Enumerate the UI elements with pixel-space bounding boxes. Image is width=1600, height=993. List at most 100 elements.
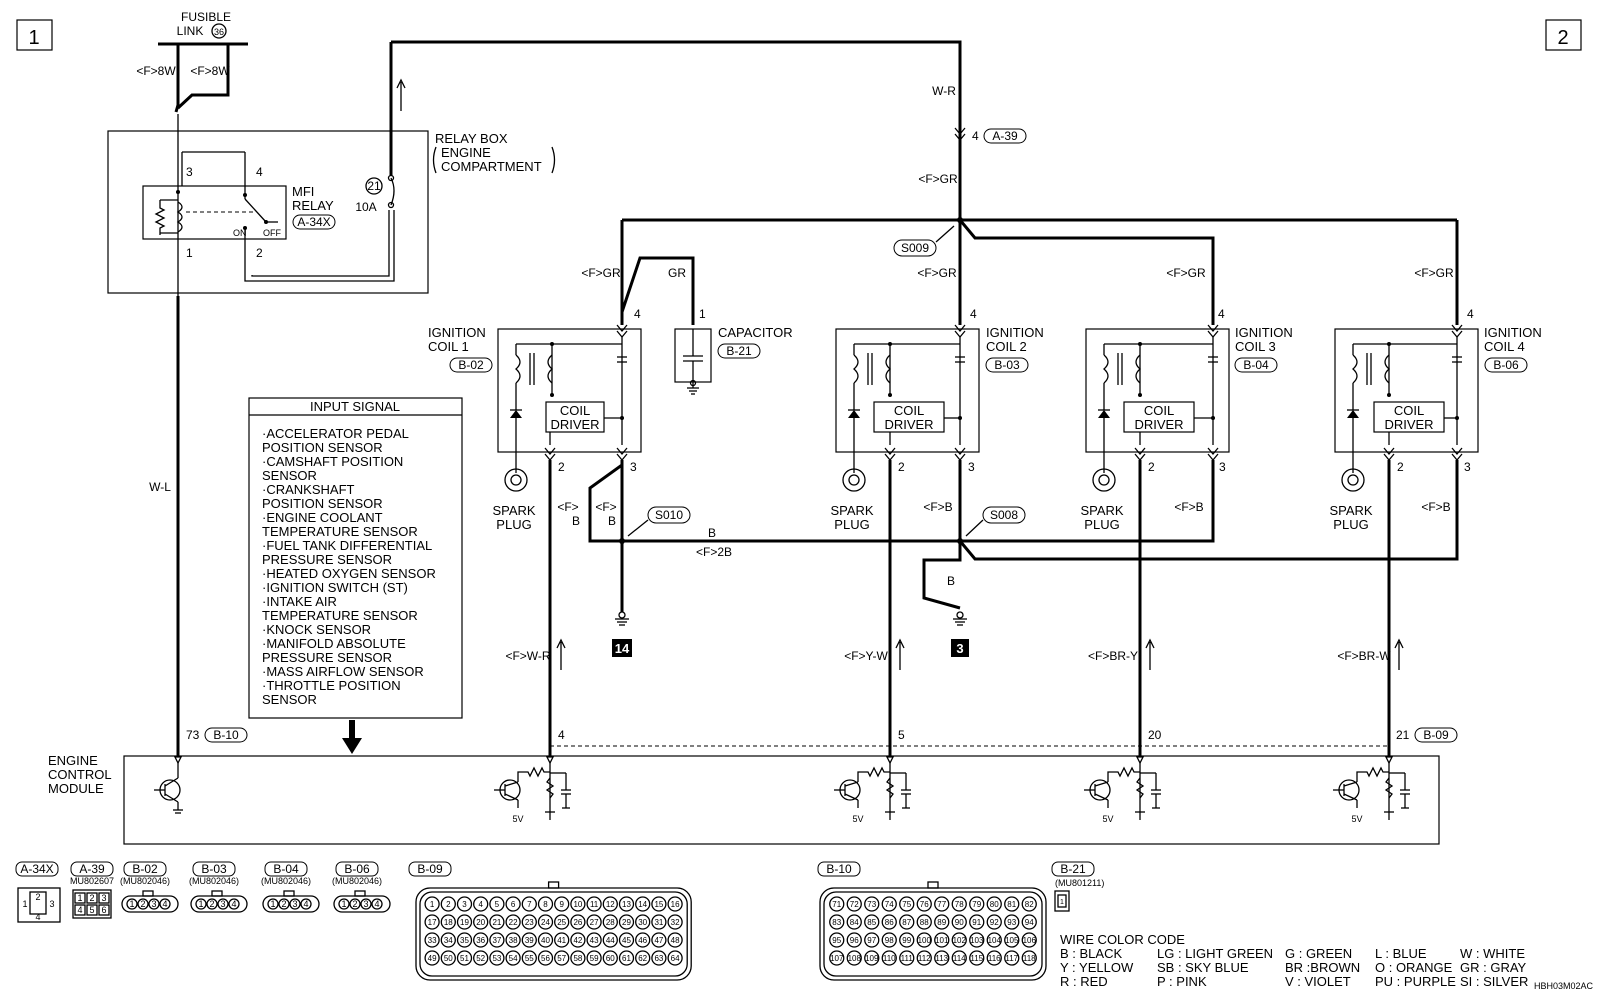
svg-text:17: 17 (428, 918, 437, 927)
svg-text:·MASS AIRFLOW SENSOR: ·MASS AIRFLOW SENSOR (262, 664, 424, 679)
pin-b-10-91 (969, 914, 985, 930)
ignition-coil-3: 4 COIL DRIVER 2 3 IGNITION COIL 3 B-04 (1080, 307, 1292, 532)
pin-b-09-22 (505, 914, 521, 930)
svg-text:B-02: B-02 (458, 358, 484, 372)
svg-text:62: 62 (638, 954, 647, 963)
svg-text:23: 23 (525, 918, 534, 927)
svg-text:SENSOR: SENSOR (262, 692, 317, 707)
svg-text:PLUG: PLUG (1333, 517, 1368, 532)
svg-text:B-03: B-03 (994, 358, 1020, 372)
svg-text:ON: ON (233, 228, 247, 238)
svg-text:56: 56 (541, 954, 550, 963)
svg-text:43: 43 (590, 936, 599, 945)
svg-text:FUSIBLE: FUSIBLE (181, 10, 231, 24)
svg-text:4: 4 (972, 129, 979, 143)
svg-text:·CAMSHAFT POSITION: ·CAMSHAFT POSITION (262, 454, 403, 469)
svg-text:97: 97 (867, 936, 876, 945)
document-code: HBH03M02AC (1534, 981, 1594, 991)
pin-b-10-116 (986, 950, 1002, 966)
svg-text:<F>GR: <F>GR (1414, 266, 1454, 280)
pin-b-10-88 (916, 914, 932, 930)
svg-text:B-04: B-04 (1243, 358, 1269, 372)
svg-text:87: 87 (902, 918, 911, 927)
pin-b-09-61 (618, 950, 635, 966)
color-code-entry: G : GREEN (1285, 946, 1352, 961)
svg-text:B: B (708, 526, 716, 540)
ignition-coil-4: 4 COIL DRIVER 2 3 IGNITION COIL 4 B-06 (1329, 307, 1541, 532)
pin-b-09-52 (473, 950, 489, 966)
svg-text:2: 2 (256, 246, 263, 260)
pin-b-09-10 (570, 896, 586, 912)
svg-text:·ACCELERATOR PEDAL: ·ACCELERATOR PEDAL (262, 426, 409, 441)
pin-b-09-56 (537, 950, 554, 966)
svg-text:IGNITION: IGNITION (428, 325, 486, 340)
svg-text:5: 5 (89, 905, 94, 915)
ground-14: 14 (612, 611, 632, 657)
svg-text:84: 84 (850, 918, 859, 927)
pin-b-09-57 (554, 950, 570, 966)
svg-text:92: 92 (990, 918, 999, 927)
svg-text:78: 78 (955, 900, 964, 909)
svg-text:5: 5 (898, 728, 905, 742)
wire-label-fgr-top: <F>GR (918, 172, 958, 186)
svg-text:1: 1 (699, 307, 706, 321)
pin-b-09-16 (667, 896, 683, 912)
svg-text:35: 35 (460, 936, 469, 945)
svg-text:59: 59 (590, 954, 599, 963)
pin-b-10-82 (1021, 896, 1037, 912)
svg-text:21: 21 (492, 918, 501, 927)
svg-text:PLUG: PLUG (496, 517, 531, 532)
ecm-5v-label: 5V (512, 814, 523, 824)
svg-text:COIL: COIL (560, 403, 590, 418)
svg-text:A-34X: A-34X (20, 862, 53, 876)
color-code-entry: L : BLUE (1375, 946, 1427, 961)
svg-text:POSITION SENSOR: POSITION SENSOR (262, 440, 383, 455)
svg-text:89: 89 (937, 918, 946, 927)
svg-text:B: B (572, 514, 580, 528)
svg-text:110: 110 (883, 954, 896, 963)
svg-text:2: 2 (281, 899, 286, 909)
svg-text:1: 1 (77, 893, 82, 903)
capacitor: CAPACITOR B-21 (674, 325, 793, 395)
svg-text:108: 108 (848, 954, 862, 963)
svg-text:3: 3 (186, 165, 193, 179)
svg-text:3: 3 (101, 893, 106, 903)
svg-text:60: 60 (606, 954, 615, 963)
pin-b-09-47 (651, 932, 667, 948)
color-code-entry: B : BLACK (1060, 946, 1122, 961)
pin-b-10-117 (1004, 950, 1020, 966)
svg-text:SPARK: SPARK (1329, 503, 1372, 518)
pin-b-09-4 (473, 896, 489, 912)
svg-text:<F>: <F> (557, 500, 578, 514)
pin-b-09-49 (424, 950, 440, 966)
pin-b-09-18 (440, 914, 456, 930)
svg-text:PLUG: PLUG (834, 517, 869, 532)
svg-text:99: 99 (902, 936, 911, 945)
svg-text:61: 61 (622, 954, 631, 963)
svg-text:9: 9 (559, 900, 564, 909)
svg-text:INPUT SIGNAL: INPUT SIGNAL (310, 399, 400, 414)
svg-text:116: 116 (988, 954, 1001, 963)
svg-text:77: 77 (937, 900, 946, 909)
svg-text:(MU802046): (MU802046) (120, 876, 170, 886)
svg-text:12: 12 (606, 900, 615, 909)
svg-text:11: 11 (590, 900, 599, 909)
pin-b-10-92 (986, 914, 1002, 930)
svg-text:2: 2 (89, 893, 94, 903)
svg-text:4: 4 (256, 165, 263, 179)
svg-text:55: 55 (525, 954, 534, 963)
pin-b-09-21 (489, 914, 505, 930)
svg-text:2: 2 (1557, 27, 1568, 49)
svg-text:82: 82 (1025, 900, 1034, 909)
pin-b-09-62 (635, 950, 651, 966)
svg-text:2: 2 (35, 892, 40, 902)
mfi-relay: 3 4 1 2 ON OFF MFI RELAY A-34X (142, 114, 395, 296)
pin-b-10-108 (846, 950, 862, 966)
svg-text:31: 31 (654, 918, 663, 927)
svg-text:28: 28 (606, 918, 615, 927)
svg-text:85: 85 (867, 918, 876, 927)
svg-text:52: 52 (476, 954, 485, 963)
pin-b-10-79 (969, 896, 985, 912)
pin-b-09-24 (537, 914, 554, 930)
